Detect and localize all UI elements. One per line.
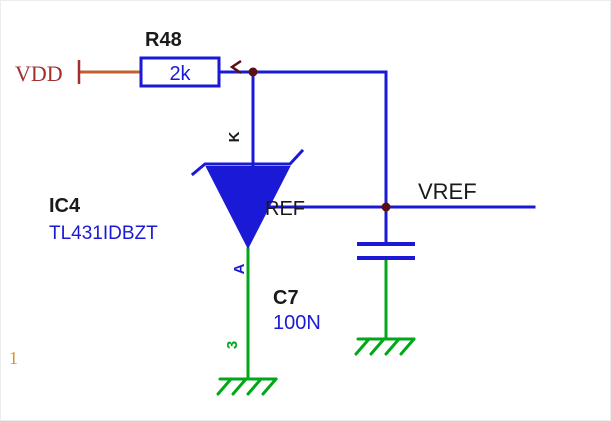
net-label-vref: VREF xyxy=(418,179,477,204)
tl431-cathode-bar xyxy=(190,148,305,177)
ground-symbol-anode xyxy=(216,377,278,396)
junction-dot-top xyxy=(248,67,258,77)
ground-hatch xyxy=(231,377,248,396)
pin-label-ref: REF xyxy=(265,198,305,220)
capacitor-designator: C7 xyxy=(273,287,299,309)
pin-label-anode: A xyxy=(231,263,248,274)
net-label-vdd: VDD xyxy=(15,61,63,86)
capacitor-value: 100N xyxy=(273,312,321,334)
ground-symbol-capacitor xyxy=(354,337,416,356)
ic-part-number: TL431IDBZT xyxy=(49,223,158,244)
pin-label-cathode: K xyxy=(226,131,243,142)
resistor-designator: R48 xyxy=(145,29,182,51)
sheet-number: 1 xyxy=(9,348,18,368)
ground-hatch xyxy=(261,377,278,396)
junction-dot-ref xyxy=(381,202,391,212)
resistor-body xyxy=(139,56,221,88)
ground-hatch xyxy=(369,337,386,356)
pin-label-3: 3 xyxy=(224,341,241,349)
tl431-triangle xyxy=(205,166,291,250)
ground-hatch xyxy=(384,337,401,356)
pin-marker xyxy=(229,59,242,75)
ground-hatch xyxy=(399,337,416,356)
ground-hatch xyxy=(246,377,263,396)
ic-designator: IC4 xyxy=(49,195,81,217)
ground-hatch xyxy=(354,337,371,356)
resistor-value: 2k xyxy=(169,63,191,85)
ground-hatch xyxy=(216,377,233,396)
